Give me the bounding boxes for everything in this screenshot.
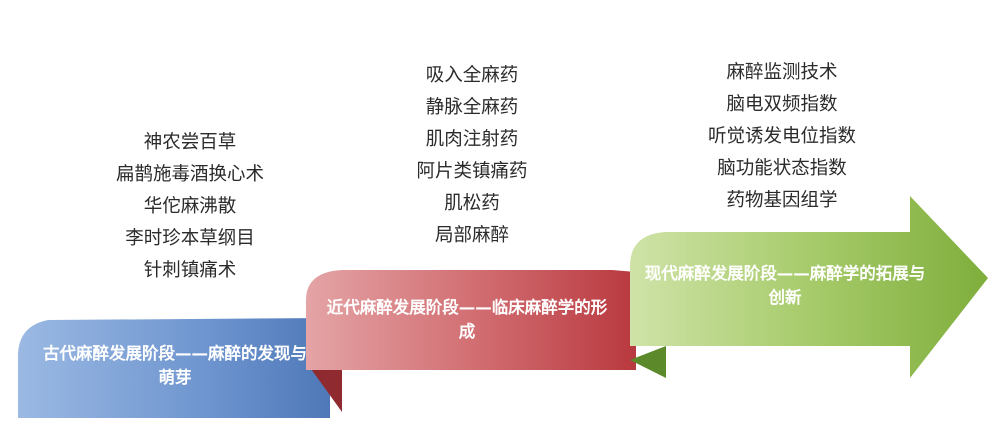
- list-item: 肌肉注射药: [425, 129, 519, 150]
- stage-ancient-shape: [18, 318, 330, 418]
- stage-contemporary-shape: [630, 196, 988, 378]
- stage-modern-items: 吸入全麻药 静脉全麻药 肌肉注射药 阿片类镇痛药 肌松药 局部麻醉: [362, 60, 582, 252]
- list-item: 吸入全麻药: [425, 65, 519, 86]
- fold-shadow-green: [630, 346, 666, 378]
- list-item: 听觉诱发电位指数: [707, 126, 856, 147]
- stage-ancient-title: 古代麻醉发展阶段——麻醉的发现与萌芽: [43, 344, 307, 387]
- list-item: 神农尝百草: [143, 132, 237, 153]
- fold-shadow-red: [306, 362, 342, 412]
- list-item: 脑功能状态指数: [717, 158, 847, 179]
- list-item: 脑电双频指数: [726, 94, 838, 115]
- list-item: 针刺镇痛术: [143, 260, 237, 281]
- stage-contemporary-title: 现代麻醉发展阶段——麻醉学的拓展与创新: [644, 264, 926, 307]
- stage-contemporary-items: 麻醉监测技术 脑电双频指数 听觉诱发电位指数 脑功能状态指数 药物基因组学: [672, 57, 892, 217]
- stage-modern-title: 近代麻醉发展阶段——临床麻醉学的形成: [326, 298, 608, 341]
- list-item: 麻醉监测技术: [726, 62, 838, 83]
- list-item: 李时珍本草纲目: [125, 228, 255, 249]
- list-item: 阿片类镇痛药: [416, 161, 528, 182]
- stage-modern-shape: [306, 270, 636, 370]
- list-item: 肌松药: [444, 193, 500, 214]
- stage-ancient-items: 神农尝百草 扁鹊施毒酒换心术 华佗麻沸散 李时珍本草纲目 针刺镇痛术: [80, 127, 300, 287]
- list-item: 局部麻醉: [434, 225, 509, 246]
- list-item: 静脉全麻药: [425, 97, 519, 118]
- list-item: 华佗麻沸散: [143, 196, 237, 217]
- list-item: 扁鹊施毒酒换心术: [115, 164, 264, 185]
- list-item: 药物基因组学: [726, 190, 838, 211]
